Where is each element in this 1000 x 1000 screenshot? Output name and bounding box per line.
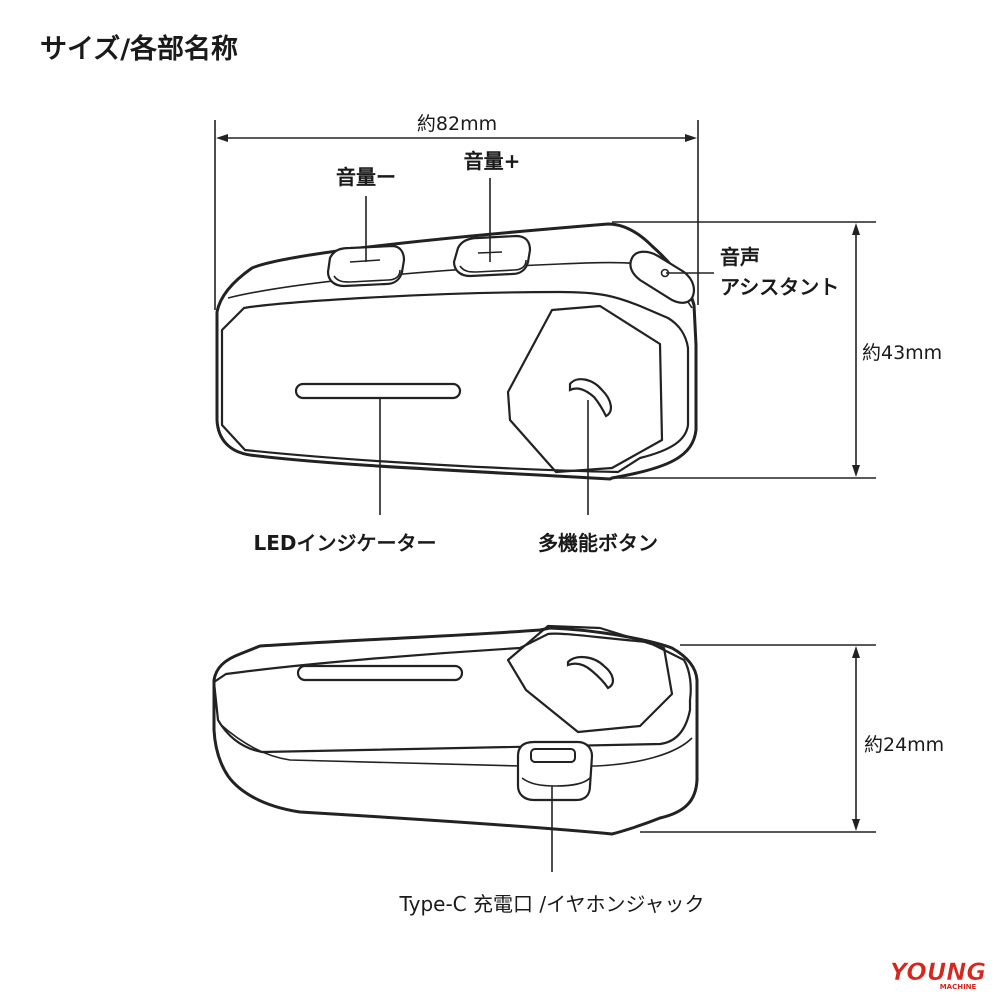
- depth-label: 約24mm: [864, 734, 944, 756]
- type-c-port[interactable]: [516, 740, 594, 802]
- multi-function-button-side[interactable]: [506, 624, 674, 734]
- volume-up-label: 音量+: [464, 149, 521, 173]
- voice-assistant-label-line1: 音声: [720, 245, 760, 269]
- device-front-view: [215, 222, 698, 481]
- led-indicator-label: LEDインジケーター: [253, 531, 436, 555]
- voice-assistant-label-line2: アシスタント: [720, 275, 839, 299]
- multi-function-label: 多機能ボタン: [538, 531, 658, 555]
- logo-subtext: MACHINE: [940, 983, 977, 991]
- device-side-view: [212, 624, 699, 836]
- width-dimension: 約82mm: [214, 113, 699, 310]
- logo-text: YOUNG: [890, 958, 986, 986]
- device-side-face: [212, 632, 692, 754]
- volume-up-button[interactable]: [452, 234, 532, 278]
- device-side-outline: [212, 626, 699, 836]
- page-title: サイズ/各部名称: [40, 33, 238, 65]
- led-indicator-slot: [294, 382, 462, 400]
- young-machine-logo: YOUNG MACHINE: [890, 958, 987, 991]
- minus-icon: [349, 259, 381, 263]
- phone-icon-side: [566, 656, 614, 690]
- led-indicator-slot-side: [296, 664, 464, 682]
- phone-icon: [568, 378, 612, 418]
- depth-dimension: 約24mm: [640, 644, 960, 833]
- volume-down-button[interactable]: [326, 244, 406, 288]
- volume-down-label: 音量ー: [336, 165, 396, 189]
- multi-function-button-shape[interactable]: [506, 304, 664, 474]
- device-side-strip: [219, 723, 693, 767]
- height-dimension: 約43mm: [612, 221, 960, 479]
- type-c-label: Type-C 充電口 /イヤホンジャック: [399, 892, 705, 916]
- width-label: 約82mm: [417, 113, 497, 135]
- device-front-face: [220, 290, 690, 474]
- height-label: 約43mm: [862, 342, 942, 364]
